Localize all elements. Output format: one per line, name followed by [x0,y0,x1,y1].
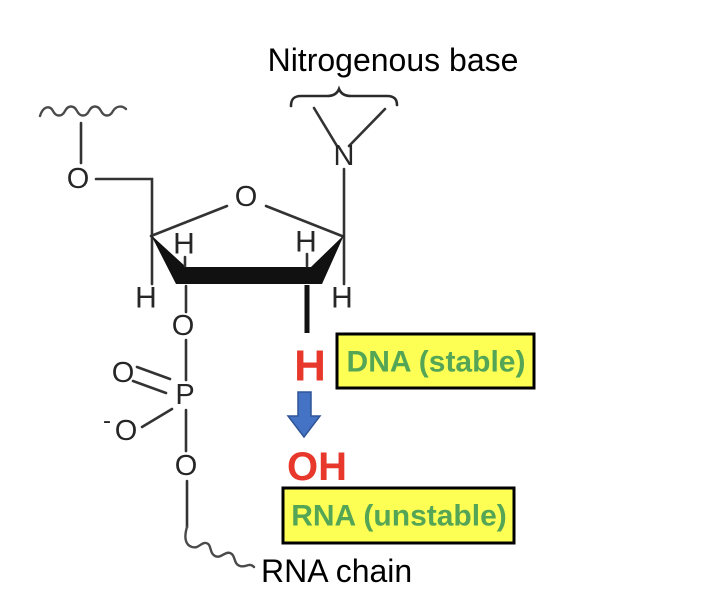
down-arrow-icon [286,391,322,439]
nitrogenous-base-title: Nitrogenous base [268,42,519,78]
chain-squiggle-top-icon [38,105,128,118]
hydrogen-ring-right-label: H [295,226,317,259]
oxygen-ring-label: O [235,181,258,213]
dna-substituent-h: H [294,342,326,391]
p-double-bond-1 [135,365,172,381]
ring-left-edge [149,204,229,238]
oxygen-bottom-label: O [175,450,198,482]
oxygen-negative-label: O [115,415,138,447]
ring-front-wedge [151,235,344,284]
nitrogen-atom-label: N [334,140,355,172]
hydrogen-below-left-label: H [135,282,157,315]
dna-label-text: DNA (stable) [347,346,526,379]
p-double-bond-2 [131,379,168,395]
rna-label-text: RNA (unstable) [291,500,507,533]
oxygen-3prime-label: O [172,310,195,342]
oxygen-double-bond-label: O [112,357,135,389]
rna-label-box [281,486,516,545]
negative-charge-label: - [103,408,111,435]
oxygen-5prime-label: O [67,163,90,195]
ring-right-edge [264,204,344,238]
brace-icon [289,85,399,108]
chain-squiggle-bottom-icon [184,525,256,569]
dna-label-box [335,332,536,390]
hydrogen-below-right-label: H [331,282,353,315]
base-bond-right [347,107,387,148]
p-o-minus-bond [140,407,174,429]
rna-chain-label: RNA chain [261,553,412,589]
phosphorus-atom-label: P [175,379,194,411]
base-bond-left [312,106,339,148]
hydrogen-ring-left-label: H [173,228,195,261]
rna-substituent-oh: OH [287,445,347,489]
c5-c4-bond [94,177,154,286]
